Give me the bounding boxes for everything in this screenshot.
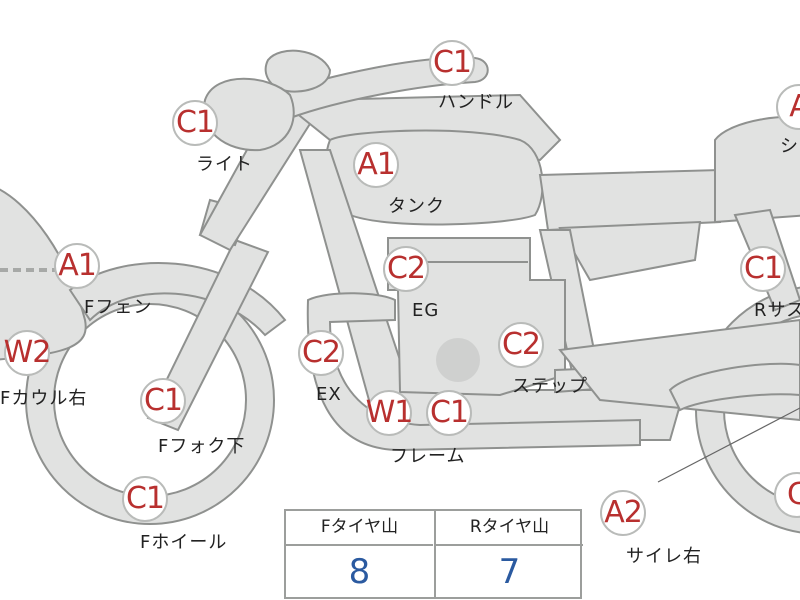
step-code-badge: C2 (498, 322, 544, 368)
tank-code-badge: A1 (353, 142, 399, 188)
tank-label: タンク (388, 196, 445, 217)
front-cowl-label: Fカウル右 (0, 388, 88, 409)
handle-label: ハンドル (438, 92, 514, 113)
rear-tire-header: Rタイヤ山 (436, 511, 583, 546)
frame-label: フレーム (390, 446, 466, 467)
engine-label: EG (412, 300, 440, 321)
front-fender-code-badge: A1 (54, 243, 100, 289)
rear-suspension-code-badge: C1 (740, 246, 786, 292)
exhaust-label: EX (316, 384, 342, 405)
rear-suspension-label: Rサス (754, 300, 800, 321)
rear-tire-value: 7 (498, 552, 521, 592)
front-tire-value: 8 (348, 552, 371, 592)
front-wheel-code-badge: C1 (122, 476, 168, 522)
exhaust-code-badge: C2 (298, 330, 344, 376)
front-cowl-code-badge: W2 (4, 330, 51, 376)
muffler-code-badge: A2 (600, 490, 646, 536)
rear-tire-column: Rタイヤ山 7 (434, 511, 583, 597)
muffler-label: サイレ右 (626, 546, 702, 567)
light-code-badge: C1 (172, 100, 218, 146)
headlight-shape (202, 77, 295, 152)
front-tire-column: Fタイヤ山 8 (286, 511, 433, 597)
step-label: ステップ (512, 376, 588, 397)
frame-code-badge-w: W1 (366, 390, 413, 436)
front-fender-label: Fフェン (84, 297, 153, 318)
front-tire-header: Fタイヤ山 (286, 511, 433, 546)
seat-label: シ (780, 136, 799, 157)
seat-shape (538, 168, 721, 232)
engine-code-badge: C2 (383, 246, 429, 292)
frame-code-badge-c: C1 (426, 390, 472, 436)
handle-code-badge: C1 (429, 40, 475, 86)
tire-tread-table: Fタイヤ山 8 Rタイヤ山 7 (284, 509, 583, 599)
front-wheel-label: Fホイール (140, 532, 228, 553)
light-label: ライト (196, 154, 253, 175)
front-fork-label: Fフォク下 (158, 436, 246, 457)
front-fork-code-badge: C1 (140, 378, 186, 424)
